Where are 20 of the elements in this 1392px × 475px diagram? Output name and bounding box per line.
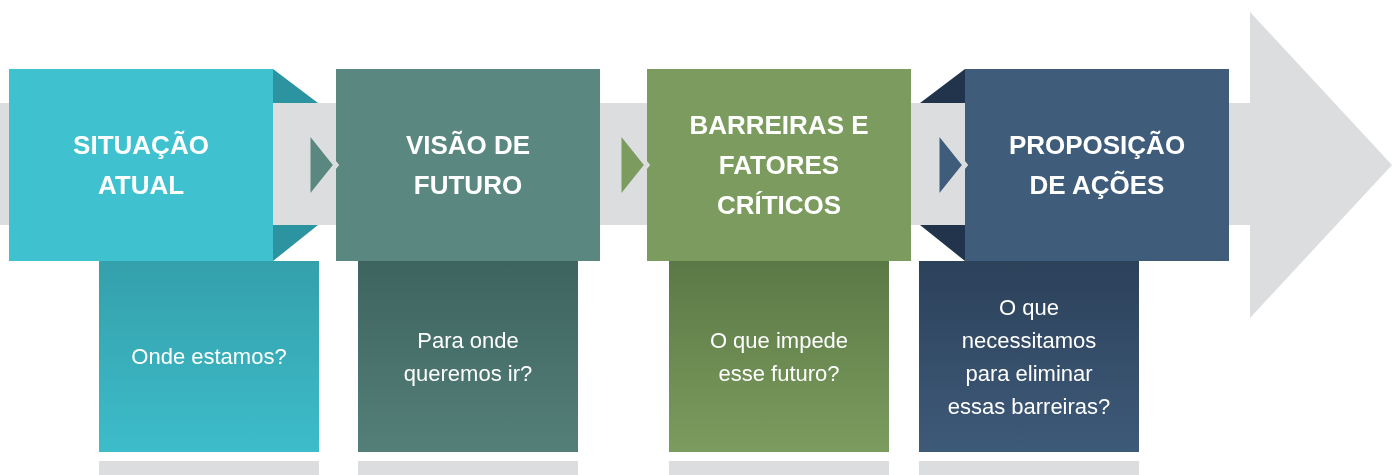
- bar-shape: [669, 461, 889, 475]
- question-text: Onde estamos?: [130, 343, 288, 371]
- question-box: [99, 261, 319, 452]
- bar-shape: [99, 461, 319, 475]
- stage-title: VISÃO DE FUTURO: [404, 129, 532, 202]
- stage-box: [647, 69, 911, 261]
- question-text: O que necessitamos para eliminar essas barreiras?: [946, 293, 1112, 421]
- stage-title: PROPOSIÇÃO DE AÇÕES: [1007, 129, 1187, 202]
- stage-title: SITUAÇÃO ATUAL: [72, 129, 210, 202]
- question-box: [358, 261, 578, 452]
- stage-box: [336, 69, 600, 261]
- question-box: [669, 261, 889, 452]
- bar-shape: [919, 461, 1139, 475]
- question-text: Para onde queremos ir?: [402, 326, 534, 388]
- question-box: [919, 261, 1139, 452]
- bar-shape: [358, 461, 578, 475]
- stage-box: [9, 69, 273, 261]
- question-text: O que impede esse futuro?: [708, 326, 850, 388]
- stage-title: BARREIRAS E FATORES CRÍTICOS: [688, 109, 870, 222]
- stage-box: [965, 69, 1229, 261]
